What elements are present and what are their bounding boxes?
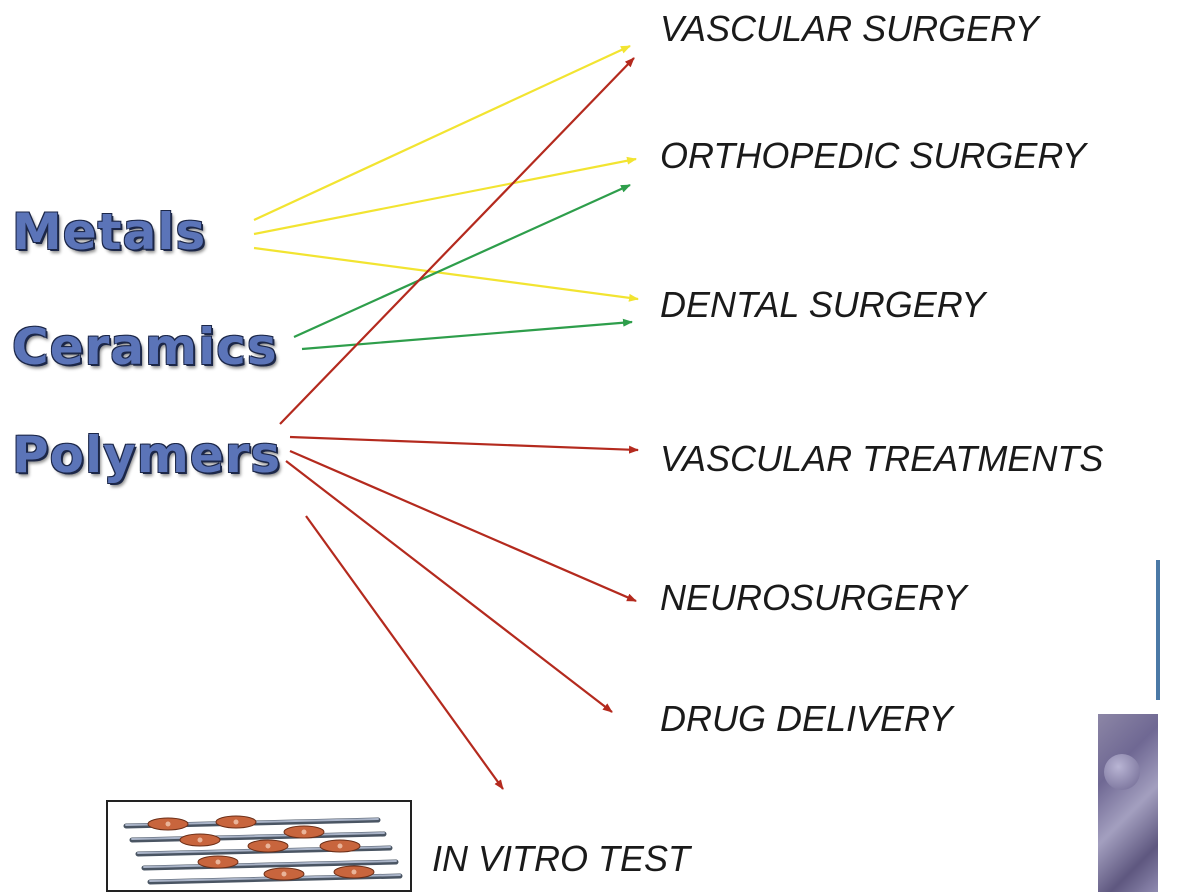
arrow-metals-to-dental-surgery <box>253 246 639 302</box>
label-neurosurgery: NEUROSURGERY <box>660 577 967 618</box>
arrow-metals-to-vascular-surgery <box>253 45 631 221</box>
arrow-ceramics-to-orthopedic-surgery <box>293 183 631 339</box>
cropped-image-edge <box>1156 560 1160 700</box>
label-in-vitro-test: IN VITRO TEST <box>432 838 691 879</box>
label-polymers: Polymers <box>12 426 282 484</box>
arrow-polymers-to-in-vitro-test <box>305 515 504 790</box>
label-drug-delivery: DRUG DELIVERY <box>660 698 953 739</box>
label-orthopedic-surgery: ORTHOPEDIC SURGERY <box>660 135 1087 176</box>
label-vascular-treatments: VASCULAR TREATMENTS <box>660 438 1104 479</box>
arrow-ceramics-to-dental-surgery <box>301 318 633 351</box>
micrograph-image <box>1098 714 1158 892</box>
in-vitro-cell-scaffold-image <box>106 800 412 892</box>
label-metals: Metals <box>12 203 207 261</box>
arrow-polymers-to-vascular-treatments <box>289 435 639 454</box>
arrow-polymers-to-neurosurgery <box>289 449 637 603</box>
arrow-polymers-to-drug-delivery <box>285 460 613 713</box>
label-dental-surgery: DENTAL SURGERY <box>660 284 986 325</box>
cell-scaffold-illustration <box>123 815 403 885</box>
label-vascular-surgery: VASCULAR SURGERY <box>660 8 1039 49</box>
arrow-polymers-to-vascular-surgery <box>279 57 635 425</box>
label-ceramics: Ceramics <box>12 318 278 376</box>
arrow-metals-to-orthopedic-surgery <box>253 156 637 236</box>
